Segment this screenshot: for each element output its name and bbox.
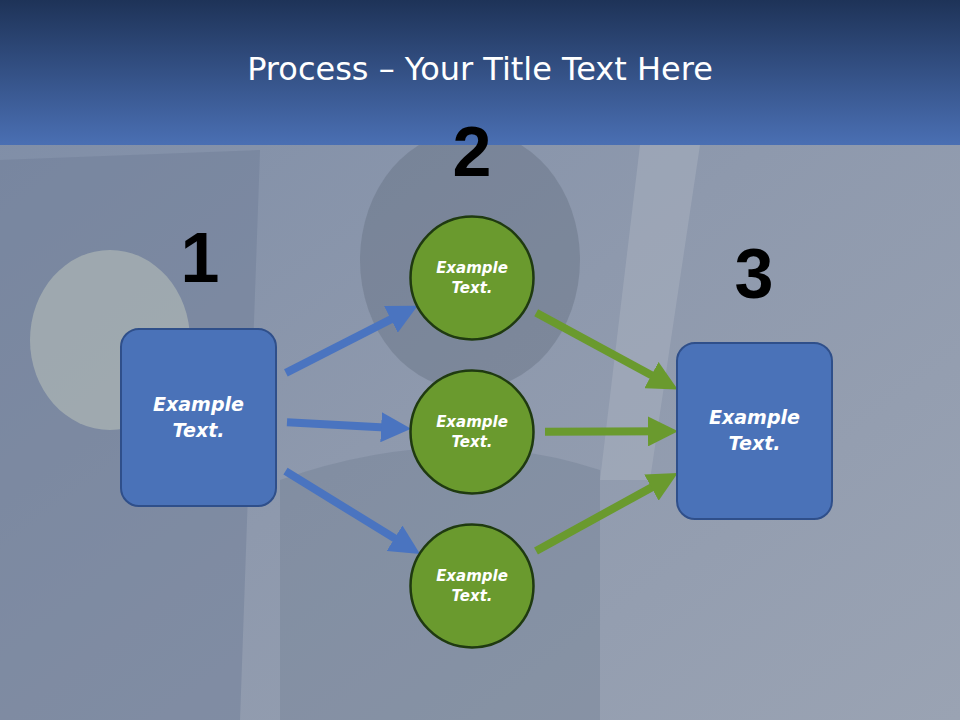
flow-arrow	[286, 471, 410, 548]
node-text: Example Text.	[416, 258, 528, 299]
process-box: Example Text.	[120, 328, 277, 507]
slide-title: Process – Your Title Text Here	[0, 50, 960, 88]
node-outline	[120, 328, 277, 507]
flow-arrow	[536, 313, 667, 384]
node-text: Example Text.	[416, 566, 528, 607]
node-text: Example Text.	[122, 392, 275, 443]
node-outline	[676, 342, 833, 520]
node-outline	[409, 215, 535, 341]
callout-number: 1	[181, 223, 220, 293]
node-outline	[409, 523, 535, 649]
flow-arrow	[536, 479, 667, 551]
process-box: Example Text.	[676, 342, 833, 520]
node-text: Example Text.	[416, 412, 528, 453]
callout-number: 2	[453, 117, 492, 187]
flow-arrow	[286, 311, 407, 373]
node-outline	[409, 369, 535, 495]
process-circle: Example Text.	[409, 523, 535, 649]
callout-number: 3	[735, 239, 774, 309]
person-shoulders	[280, 447, 600, 720]
flow-arrow	[287, 422, 399, 428]
flow-arrow	[545, 427, 666, 435]
process-circle: Example Text.	[409, 369, 535, 495]
process-circle: Example Text.	[409, 215, 535, 341]
node-text: Example Text.	[678, 405, 831, 456]
